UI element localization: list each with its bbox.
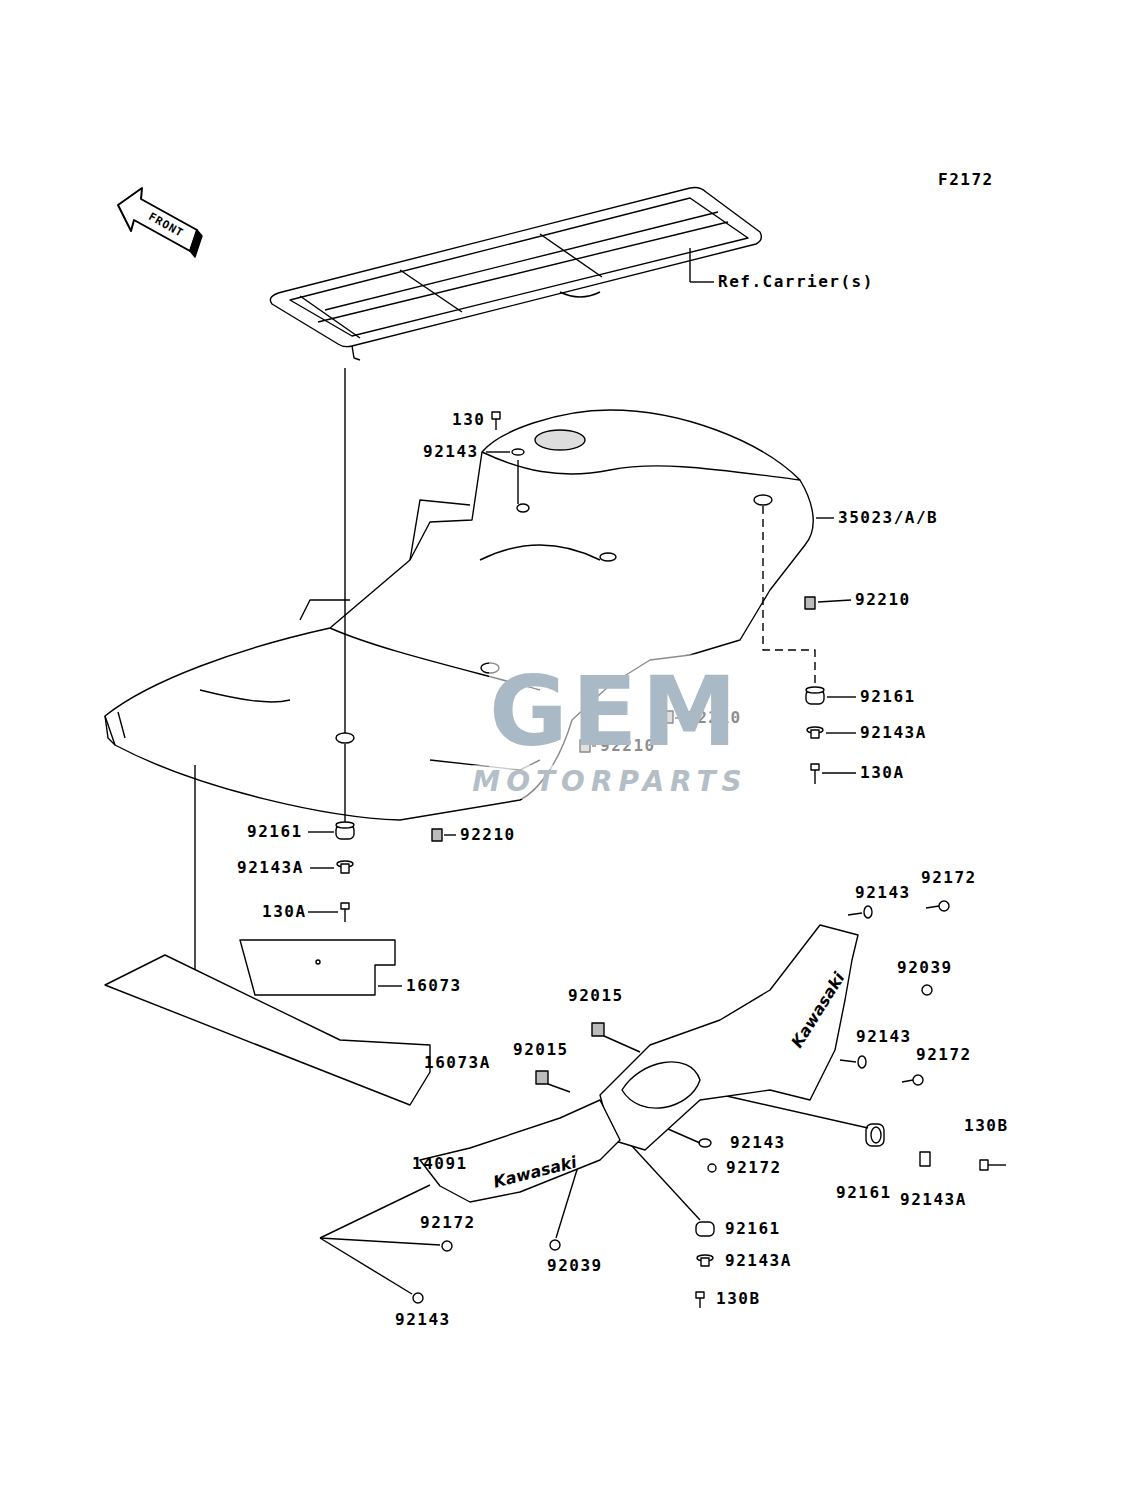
watermark: MOTORPARTS	[472, 765, 747, 799]
callout-number: 92143	[856, 1027, 912, 1046]
assembly-line	[194, 765, 195, 975]
callout-number: 92143A	[725, 1251, 792, 1270]
callout-number: 92143	[855, 883, 911, 902]
callout-number: 92143	[730, 1133, 786, 1152]
mat-large	[105, 955, 430, 1105]
figure-code: F2172	[938, 170, 994, 189]
assembly-line	[344, 368, 345, 733]
leader-lines	[308, 452, 868, 1294]
callout-number: 92172	[916, 1045, 972, 1064]
callout-number: 130B	[716, 1289, 761, 1308]
assembly-line	[517, 460, 518, 504]
callout-number: 92015	[513, 1040, 569, 1059]
side-cover-right	[600, 925, 858, 1150]
mat-small	[240, 940, 395, 995]
callout-number: 14091	[412, 1154, 468, 1173]
assembly-line	[344, 744, 345, 822]
callout-number: 92210	[855, 590, 911, 609]
watermark: GEM	[489, 655, 741, 770]
callout-number: 92172	[420, 1213, 476, 1232]
callout-number: 92161	[860, 687, 916, 706]
callout-number: 16073	[406, 976, 462, 995]
callout-number: 92143	[395, 1310, 451, 1329]
callout-number: 92015	[568, 986, 624, 1005]
callout-number: 92161	[836, 1183, 892, 1202]
callout-number: 92143A	[237, 858, 304, 877]
leader-line	[690, 281, 714, 282]
rear-fender	[105, 410, 813, 820]
callout-number: 92210	[460, 825, 516, 844]
callout-number: 92161	[725, 1219, 781, 1238]
front-arrow	[118, 188, 197, 251]
hardware	[336, 412, 1006, 1308]
callout-number: 92039	[547, 1256, 603, 1275]
callout-number: 92143A	[900, 1190, 967, 1209]
callout-number: 130A	[860, 763, 905, 782]
carrier-rack	[270, 188, 761, 361]
callout-number: 92143	[423, 442, 479, 461]
brand-logo: Kawasaki	[491, 1152, 578, 1191]
front-arrow-text: FRONT	[146, 210, 186, 240]
callout-number: 92172	[921, 868, 977, 887]
callout-number: 92039	[897, 958, 953, 977]
front-arrow-shade	[190, 230, 202, 257]
cover-recess	[622, 1062, 700, 1108]
brand-logo: Kawasaki	[787, 969, 848, 1051]
callout-number: 92161	[247, 822, 303, 841]
callout-number: 130B	[964, 1116, 1009, 1135]
reference-label: Ref.Carrier(s)	[718, 272, 874, 291]
side-cover-left	[420, 1100, 620, 1202]
leader-line	[689, 248, 690, 282]
callout-number: 35023/A/B	[838, 508, 938, 527]
callout-number: 92143A	[860, 723, 927, 742]
callout-number: 130	[452, 410, 485, 429]
callout-number: 130A	[262, 902, 307, 921]
callout-number: 16073A	[424, 1053, 491, 1072]
assembly-line	[763, 506, 815, 686]
callout-number: 92172	[726, 1158, 782, 1177]
